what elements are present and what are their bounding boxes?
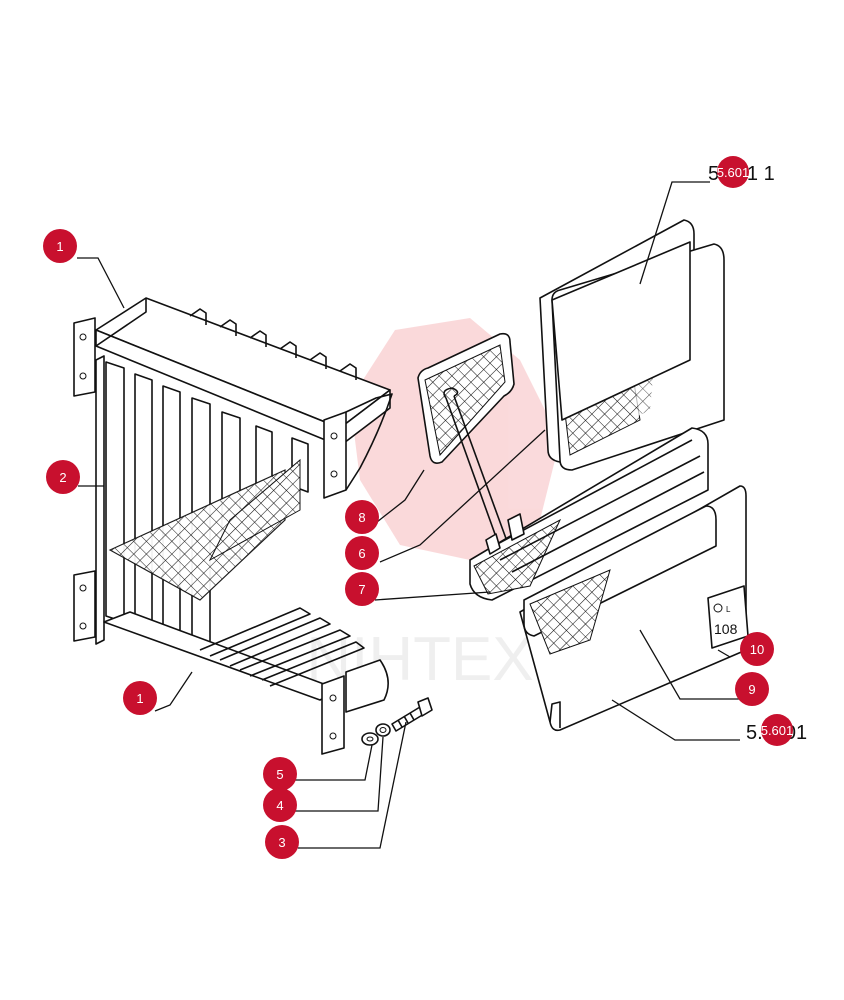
callout-7[interactable]: 7 bbox=[345, 572, 379, 606]
reference-label-top[interactable]: 5.601 1 5.601 bbox=[708, 156, 775, 188]
callout-10[interactable]: 10 bbox=[740, 632, 774, 666]
svg-text:5: 5 bbox=[276, 767, 283, 782]
callout-1-top[interactable]: 1 bbox=[43, 229, 77, 263]
plate-small-text: L bbox=[726, 605, 731, 614]
washer-part-4 bbox=[375, 723, 391, 737]
reference-bottom-badge: 5.601 bbox=[761, 723, 794, 738]
number-plate-part-10: L 108 bbox=[707, 585, 749, 649]
reference-label-bottom[interactable]: 5.5601 5.601 bbox=[746, 714, 807, 746]
reference-top-badge: 5.601 bbox=[717, 165, 750, 180]
callout-5[interactable]: 5 bbox=[263, 757, 297, 791]
callout-8[interactable]: 8 bbox=[345, 500, 379, 534]
callout-2[interactable]: 2 bbox=[46, 460, 80, 494]
svg-text:3: 3 bbox=[278, 835, 285, 850]
callout-4[interactable]: 4 bbox=[263, 788, 297, 822]
callout-9[interactable]: 9 bbox=[735, 672, 769, 706]
svg-text:1: 1 bbox=[56, 239, 63, 254]
svg-text:6: 6 bbox=[358, 546, 365, 561]
svg-text:8: 8 bbox=[358, 510, 365, 525]
svg-text:2: 2 bbox=[59, 470, 66, 485]
fastener-set bbox=[361, 697, 433, 746]
bolt-part-3 bbox=[391, 697, 433, 732]
callout-6[interactable]: 6 bbox=[345, 536, 379, 570]
grille-frame-assembly bbox=[73, 297, 393, 755]
callout-1-bottom[interactable]: 1 bbox=[123, 681, 157, 715]
leader-lines bbox=[77, 181, 740, 849]
svg-text:1: 1 bbox=[136, 691, 143, 706]
callout-3[interactable]: 3 bbox=[265, 825, 299, 859]
svg-text:9: 9 bbox=[748, 682, 755, 697]
cover-panel-assembly: L 108 bbox=[417, 219, 749, 732]
svg-text:10: 10 bbox=[750, 642, 764, 657]
plate-number-text: 108 bbox=[714, 621, 738, 637]
washer-part-5 bbox=[361, 732, 379, 746]
svg-text:7: 7 bbox=[358, 582, 365, 597]
svg-text:4: 4 bbox=[276, 798, 283, 813]
